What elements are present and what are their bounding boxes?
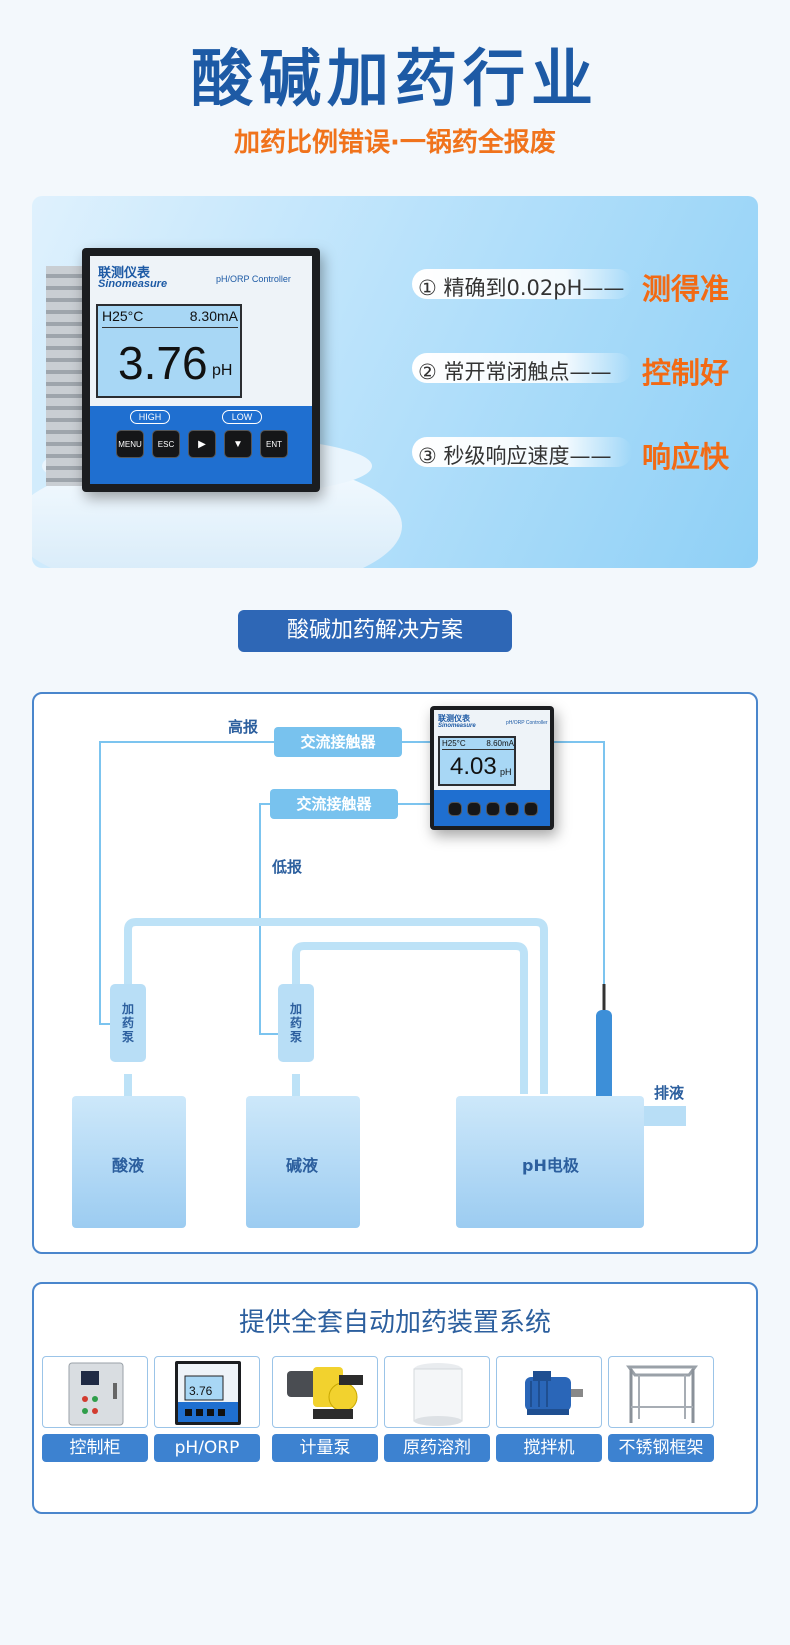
controller-brand-en: Sinomeasure (98, 278, 168, 290)
controller-brand-en: Sinomeasure (438, 723, 476, 729)
feature-text: ① 精确到0.02pH—— (418, 276, 625, 300)
mixer-motor-icon (496, 1356, 602, 1428)
control-cabinet-icon (42, 1356, 148, 1428)
high-alarm-label: 高报 (228, 718, 259, 736)
solution-button[interactable]: 酸碱加药解决方案 (238, 610, 512, 652)
solvent-tank-icon (384, 1356, 490, 1428)
lcd-ph-value: 4.03 (450, 753, 497, 780)
controller-face: 联测仪表 Sinomeasure pH/ORP Controller H25°C… (434, 710, 550, 790)
controller-brand-cn: 联测仪表 (98, 265, 151, 280)
ph-controller-device: 联测仪表 Sinomeasure pH/ORP Controller H25°C… (82, 248, 320, 492)
alkali-tank-label: 碱液 (286, 1156, 319, 1175)
drain-pipe (634, 1106, 686, 1126)
dosing-diagram: 高报 低报 交流接触器 交流接触器 加 药 泵 加 药 泵 酸液 碱液 pH电极… (32, 692, 758, 1254)
system-title: 提供全套自动加药装置系统 (238, 1308, 551, 1338)
controller-lcd: H25°C 8.60mA 4.03 pH (438, 736, 516, 786)
lcd-temperature: H25°C (102, 308, 144, 324)
acid-tank-label: 酸液 (112, 1156, 145, 1175)
reaction-tank (456, 1096, 644, 1228)
controller-button-panel: HIGH LOW MENU ESC ▶ ▼ ENT (90, 406, 312, 484)
dosing-pump-acid: 加 药 泵 (110, 984, 146, 1062)
down-arrow-button[interactable]: ▼ (224, 430, 252, 458)
steel-frame-icon (608, 1356, 714, 1428)
feature-pill (412, 437, 632, 467)
controller-heatsink (46, 266, 86, 486)
right-arrow-button[interactable]: ▶ (188, 430, 216, 458)
page-title: 酸碱加药行业 (190, 42, 599, 115)
acid-tank (72, 1096, 186, 1228)
ph-electrode (596, 1010, 612, 1104)
lcd-current: 8.60mA (486, 739, 514, 748)
ent-button[interactable]: ENT (260, 430, 288, 458)
equip-label: pH/ORP (154, 1434, 260, 1462)
ph-orp-meter-icon: 3.76 (154, 1356, 260, 1428)
feature-2: ② 常开常闭触点—— 控制好 (412, 350, 732, 390)
ent-button[interactable] (524, 802, 538, 816)
wire-electrode (554, 741, 605, 984)
low-alarm-label: 低报 (272, 858, 303, 876)
hero-banner: 联测仪表 Sinomeasure pH/ORP Controller H25°C… (32, 196, 758, 568)
controller-brand-cn: 联测仪表 (438, 714, 470, 723)
pipe-acid (124, 918, 548, 1094)
reaction-tank-label: pH电极 (522, 1156, 579, 1175)
equip-label: 不锈钢框架 (608, 1434, 714, 1462)
lcd-current: 8.30mA (189, 308, 238, 324)
feature-highlight: 控制好 (642, 356, 730, 390)
equip-label: 搅拌机 (496, 1434, 602, 1462)
esc-button[interactable] (467, 802, 481, 816)
lcd-ph-unit: pH (500, 767, 512, 777)
feature-text: ② 常开常闭触点—— (418, 360, 612, 384)
lcd-temperature: H25°C (442, 739, 466, 748)
controller-face: 联测仪表 Sinomeasure pH/ORP Controller H25°C… (90, 256, 312, 406)
contactor-1: 交流接触器 (274, 727, 402, 757)
feature-highlight: 测得准 (642, 272, 730, 306)
feature-3: ③ 秒级响应速度—— 响应快 (412, 434, 732, 474)
mini-ph-value: 3.76 (189, 1384, 213, 1398)
menu-button[interactable]: MENU (116, 430, 144, 458)
esc-button[interactable]: ESC (152, 430, 180, 458)
feature-text: ③ 秒级响应速度—— (418, 444, 612, 468)
right-arrow-button[interactable] (486, 802, 500, 816)
metering-pump-icon (272, 1356, 378, 1428)
controller-model: pH/ORP Controller (216, 274, 291, 284)
feature-pill (412, 353, 632, 383)
equip-label: 计量泵 (272, 1434, 378, 1462)
contactor-2: 交流接触器 (270, 789, 398, 819)
alkali-tank (246, 1096, 360, 1228)
lcd-status-row: H25°C 8.30mA (102, 308, 238, 328)
down-arrow-button[interactable] (505, 802, 519, 816)
led-high: HIGH (130, 410, 170, 424)
feature-1: ① 精确到0.02pH—— 测得准 (412, 266, 732, 306)
lcd-status-row: H25°C 8.60mA (442, 739, 514, 750)
controller-button-panel (434, 790, 550, 826)
pipe-alkali (292, 942, 528, 1094)
drain-label: 排液 (654, 1084, 685, 1102)
system-section: 提供全套自动加药装置系统 控制柜 3.76 (32, 1282, 758, 1514)
controller-lcd: H25°C 8.30mA 3.76 pH (96, 304, 242, 398)
equip-label: 控制柜 (42, 1434, 148, 1462)
led-low: LOW (222, 410, 262, 424)
equip-label: 原药溶剂 (384, 1434, 490, 1462)
feature-pill (412, 269, 632, 299)
dosing-pump-alkali: 加 药 泵 (278, 984, 314, 1062)
lcd-ph-unit: pH (212, 362, 233, 379)
lcd-ph-value: 3.76 (118, 337, 208, 389)
page-subtitle: 加药比例错误·一锅药全报废 (234, 128, 556, 158)
menu-button[interactable] (448, 802, 462, 816)
feature-highlight: 响应快 (642, 440, 730, 474)
wire-high-alarm (99, 741, 274, 1025)
ph-controller-diagram: 联测仪表 Sinomeasure pH/ORP Controller H25°C… (430, 706, 554, 830)
controller-model: pH/ORP Controller (506, 720, 548, 726)
